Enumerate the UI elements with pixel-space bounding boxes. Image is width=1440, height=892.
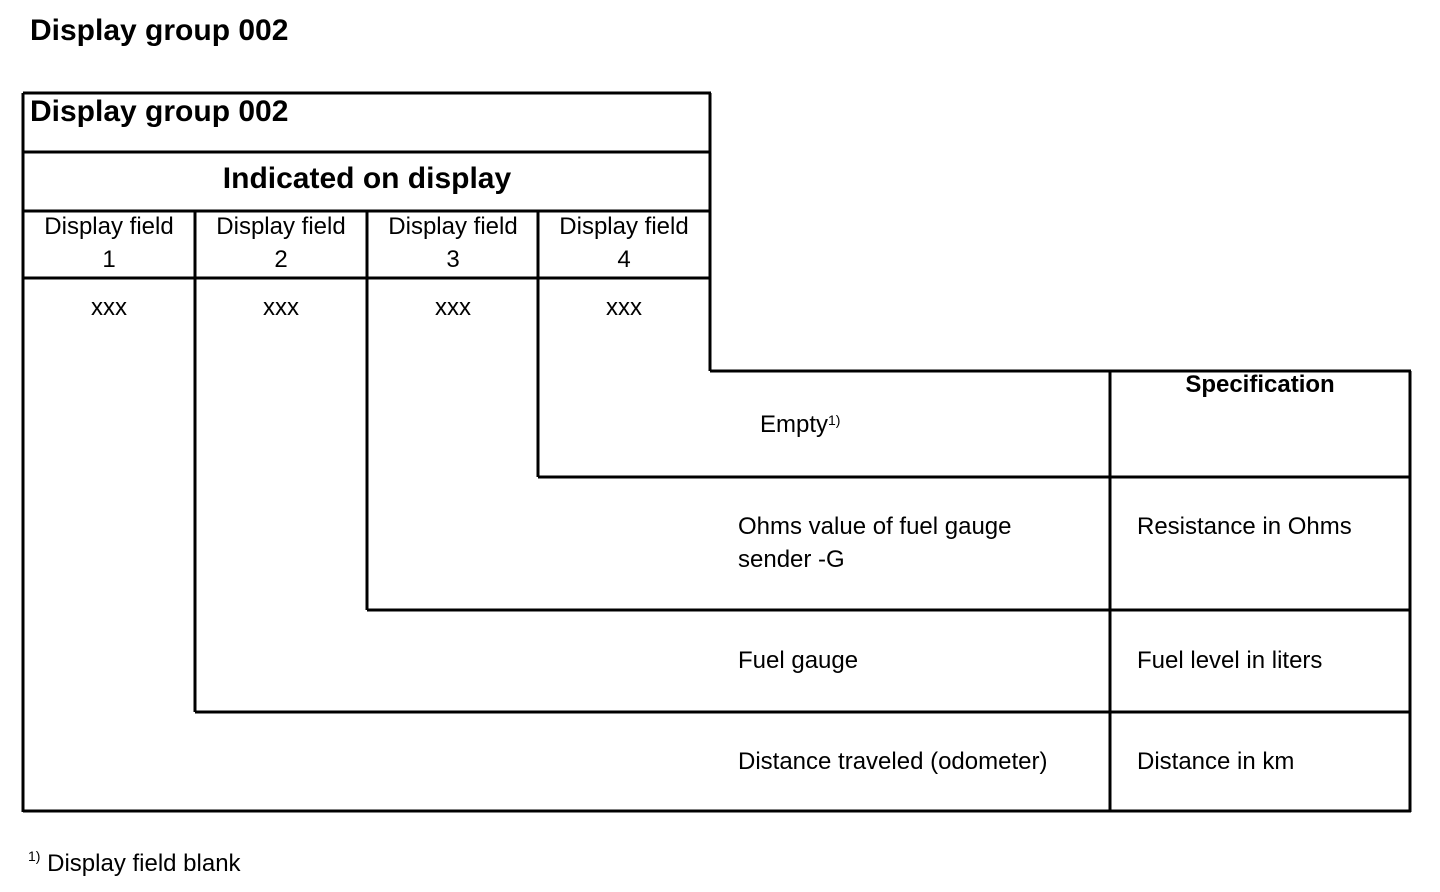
display-field-3-header: Display field 3 (368, 210, 538, 276)
display-field-3-value: xxx (435, 294, 471, 321)
row-distance-description: Distance traveled (odometer) (738, 748, 1048, 775)
indicated-on-display-header: Indicated on display (222, 162, 512, 195)
display-field-4-number: 4 (617, 246, 631, 273)
row-fuel-gauge-specification: Fuel level in liters (1137, 647, 1323, 674)
display-field-1-number: 1 (102, 246, 116, 273)
row-empty-description: Empty1) (760, 408, 840, 441)
display-field-4-label: Display field (559, 213, 689, 240)
row-fuel-gauge-description: Fuel gauge (738, 647, 859, 674)
footnote-text: Display field blank (47, 850, 241, 877)
display-field-2-value: xxx (263, 294, 299, 321)
specification-header: Specification (1185, 371, 1335, 398)
display-field-4-value: xxx (606, 294, 642, 321)
display-field-1-header: Display field 1 (24, 210, 194, 276)
row-ohms-specification: Resistance in Ohms (1137, 513, 1352, 540)
footnote-sup: 1) (28, 848, 41, 864)
row-ohms-description: Ohms value of fuel gauge sender -G (738, 510, 1012, 576)
row-ohms-line1: Ohms value of fuel gauge (738, 513, 1012, 540)
display-field-2-header: Display field 2 (196, 210, 366, 276)
display-field-3-label: Display field (388, 213, 518, 240)
table-group-title: Display group 002 (30, 95, 289, 128)
row-distance-specification: Distance in km (1137, 748, 1295, 775)
footnote-marker: 1) (828, 412, 841, 428)
row-empty-text: Empty (760, 411, 829, 438)
row-ohms-line2: sender -G (738, 546, 845, 573)
page-title: Display group 002 (30, 14, 289, 47)
display-field-2-label: Display field (216, 213, 346, 240)
display-field-1-value: xxx (91, 294, 127, 321)
footnote: 1) Display field blank (28, 848, 241, 878)
display-field-3-number: 3 (446, 246, 460, 273)
display-field-4-header: Display field 4 (539, 210, 709, 276)
display-field-2-number: 2 (274, 246, 288, 273)
display-field-1-label: Display field (44, 213, 174, 240)
